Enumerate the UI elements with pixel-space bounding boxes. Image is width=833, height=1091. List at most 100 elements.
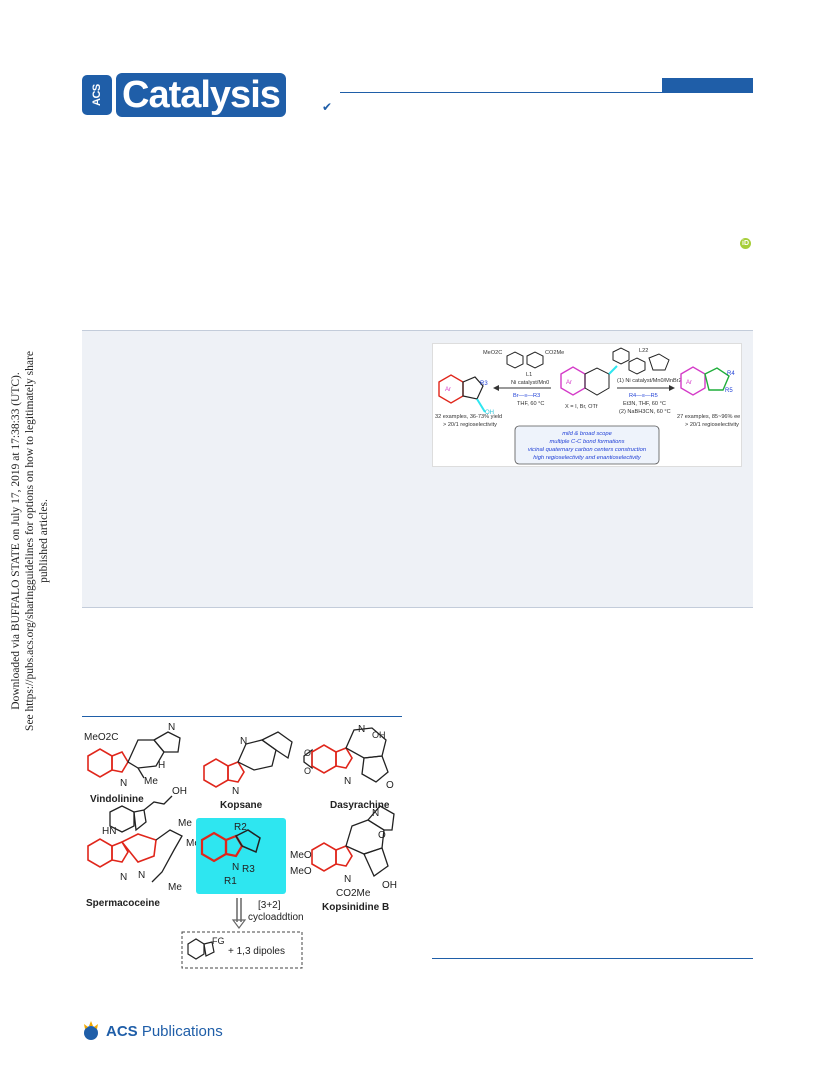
toc-ligand-l1: L1 xyxy=(526,372,532,378)
kopsinidine-structure: MeO MeO N CO2Me N O OH xyxy=(290,805,397,899)
publisher-name-bold: ACS xyxy=(106,1022,138,1040)
acs-publications-icon xyxy=(84,1021,98,1040)
kopsinidine-meo2: MeO xyxy=(290,866,312,877)
toc-reagent-left: Br—≡—R3 xyxy=(513,393,540,399)
features-box xyxy=(514,425,660,465)
spermacoceine-n: N xyxy=(138,870,145,881)
dipoles-label: + 1,3 dipoles xyxy=(228,946,285,957)
toc-right-product: Ar R4 R5 xyxy=(680,366,735,396)
journal-title: Catalysis xyxy=(116,73,286,117)
arrow-label-3-2: [3+2] xyxy=(258,900,281,911)
feature-2: multiple C-C bond formations xyxy=(549,439,624,445)
target-r2: R2 xyxy=(234,822,247,833)
dasyrachine-ketone-o: O xyxy=(386,780,394,791)
vindolinine-me: Me xyxy=(144,776,158,787)
spermacoceine-structure: HN OH Me Me Me N N xyxy=(87,786,200,893)
figure-rule xyxy=(82,716,402,717)
header-rule xyxy=(340,92,753,93)
spermacoceine-me1: Me xyxy=(178,818,192,829)
toc-reagent-right: R4—≡—R5 xyxy=(629,393,658,399)
toc-graphic-svg: Ar R3 OH 32 examples, 36-73% yield > 20/… xyxy=(435,347,740,465)
toc-ester-left: MeO2C xyxy=(483,350,502,356)
indole-fg: FG xyxy=(212,936,225,946)
header-block xyxy=(662,78,753,92)
figure-1: MeO2C N N H Me Vindolinine N N Kopsane O… xyxy=(82,722,402,970)
vindolinine-meo2c: MeO2C xyxy=(84,732,118,743)
product-kopsinidine-b: Kopsinidine B xyxy=(322,902,389,913)
vindolinine-h: H xyxy=(158,760,165,771)
spermacoceine-nh: N xyxy=(120,872,127,883)
kopsinidine-n1: N xyxy=(344,874,351,885)
vindolinine-structure: MeO2C N N H Me xyxy=(84,722,181,789)
column-rule xyxy=(432,958,753,959)
r4-label: R4 xyxy=(727,371,735,377)
target-n: N xyxy=(232,862,239,873)
arrow-label-cycloaddition: cycloaddtion xyxy=(248,912,304,923)
download-note-line1: Downloaded via BUFFALO STATE on July 17,… xyxy=(10,372,22,710)
journal-logo[interactable]: ACS Catalysis xyxy=(82,72,286,118)
toc-left-product: Ar R3 OH xyxy=(438,374,494,416)
vindolinine-nh: N xyxy=(120,778,127,789)
download-note: Downloaded via BUFFALO STATE on July 17,… xyxy=(9,331,51,751)
toc-conditions-right: Et3N, THF, 60 °C xyxy=(623,401,666,407)
toc-right-selectivity: > 20/1 regioselectivity xyxy=(685,422,739,428)
spermacoceine-oh: OH xyxy=(172,786,187,797)
download-note-line2: See https://pubs.acs.org/sharingguidelin… xyxy=(24,351,50,731)
dasyrachine-o2: O xyxy=(304,766,311,776)
figure-1-svg: MeO2C N N H Me Vindolinine N N Kopsane O… xyxy=(84,722,397,969)
kopsane-structure: N N xyxy=(203,731,293,797)
toc-substrate: Ar xyxy=(560,365,618,396)
target-r1: R1 xyxy=(224,876,237,887)
kopsinidine-o: O xyxy=(378,830,386,841)
target-r3: R3 xyxy=(242,864,255,875)
feature-3: vicinal quaternary carbon centers constr… xyxy=(528,447,646,453)
acs-publications-logo[interactable]: ACS Publications xyxy=(80,1020,223,1042)
toc-step1: (1) Ni catalyst/Mn0/MnBr2 xyxy=(617,378,682,384)
toc-conditions-left: THF, 60 °C xyxy=(517,401,544,407)
kopsane-n: N xyxy=(240,736,247,747)
dasyrachine-nh: N xyxy=(344,776,351,787)
product-dasyrachine: Dasyrachine xyxy=(330,800,390,811)
ar-label-left: Ar xyxy=(445,387,451,393)
kopsinidine-n2: N xyxy=(372,808,379,819)
publisher-name: ACS Publications xyxy=(106,1023,223,1040)
vindolinine-n: N xyxy=(168,722,175,733)
spermacoceine-me2: Me xyxy=(186,838,200,849)
spermacoceine-hn: HN xyxy=(102,826,116,837)
ar-label-center: Ar xyxy=(566,380,572,386)
product-spermacoceine: Spermacoceine xyxy=(86,898,160,909)
toc-graphic: Ar R3 OH 32 examples, 36-73% yield > 20/… xyxy=(432,343,742,467)
toc-left-selectivity: > 20/1 regioselectivity xyxy=(443,422,497,428)
indole-structure: FG xyxy=(187,936,225,960)
r3-label-left: R3 xyxy=(480,381,488,387)
kopsinidine-oh: OH xyxy=(382,880,397,891)
kopsane-nh: N xyxy=(232,786,239,797)
spermacoceine-me3: Me xyxy=(168,882,182,893)
dasyrachine-n: N xyxy=(358,724,365,735)
toc-catalyst-left: Ni catalyst/Mn0 xyxy=(511,380,549,386)
toc-ligand-l22: L22 xyxy=(639,348,648,354)
dasyrachine-structure: O O N N OH O xyxy=(303,724,394,791)
toc-x-label: X = I, Br, OTf xyxy=(565,404,598,410)
dasyrachine-o1: O xyxy=(304,748,311,758)
retrosynthesis-box xyxy=(181,931,303,969)
target-highlight xyxy=(196,818,286,894)
orcid-icon[interactable]: iD xyxy=(740,238,751,249)
product-vindolinine: Vindolinine xyxy=(90,794,144,805)
product-kopsane: Kopsane xyxy=(220,800,263,811)
ar-label-right: Ar xyxy=(686,380,692,386)
dasyrachine-oh: OH xyxy=(372,730,386,740)
check-icon: ✔ xyxy=(322,100,333,114)
feature-4: high regioselectivity and enantioselecti… xyxy=(533,455,642,461)
kopsinidine-co2me: CO2Me xyxy=(336,888,371,899)
toc-step2: (2) NaBH3CN, 60 °C xyxy=(619,409,671,415)
publisher-name-rest: Publications xyxy=(137,1022,223,1040)
r5-label: R5 xyxy=(725,388,733,394)
toc-left-examples: 32 examples, 36-73% yield xyxy=(435,414,502,420)
toc-ester-right: CO2Me xyxy=(545,350,564,356)
kopsinidine-meo1: MeO xyxy=(290,850,312,861)
feature-1: mild & broad scope xyxy=(562,431,612,437)
oh-label: OH xyxy=(485,410,494,416)
target-structure: R2 R3 N R1 xyxy=(200,822,261,887)
acs-logo-mark: ACS xyxy=(82,75,112,115)
